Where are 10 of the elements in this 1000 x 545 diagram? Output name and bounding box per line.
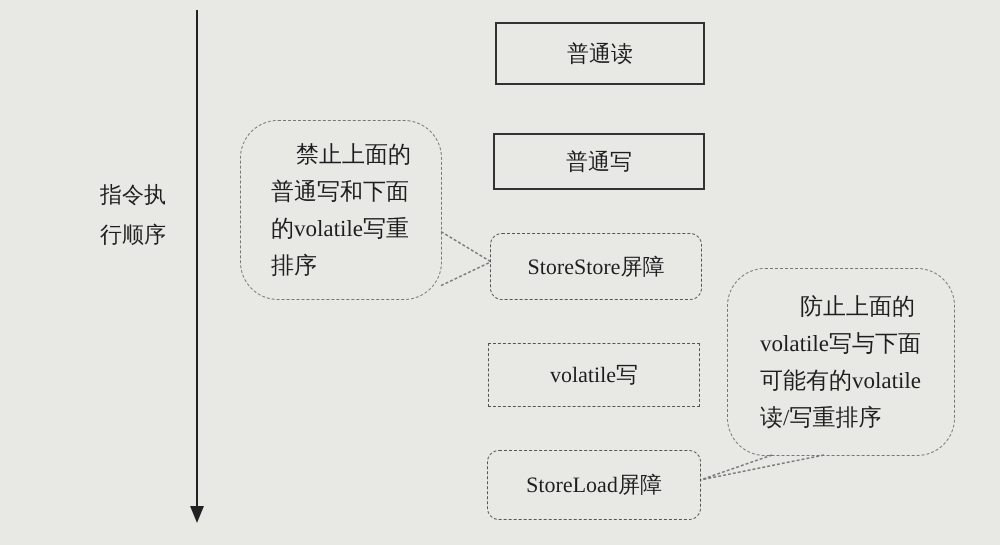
speech-bubble: 禁止上面的普通写和下面的volatile写重排序 [240, 120, 442, 300]
barrier-box: StoreLoad屏障 [487, 450, 701, 520]
speech-bubble: 防止上面的volatile写与下面可能有的volatile读/写重排序 [727, 268, 955, 456]
process-box: 普通读 [495, 22, 705, 85]
barrier-box: StoreStore屏障 [490, 233, 702, 300]
callout-tail [440, 230, 492, 286]
axis-label: 指令执行顺序 [100, 181, 167, 249]
process-box: volatile写 [488, 343, 700, 407]
process-box: 普通写 [493, 133, 705, 190]
callout-tail [699, 454, 825, 481]
